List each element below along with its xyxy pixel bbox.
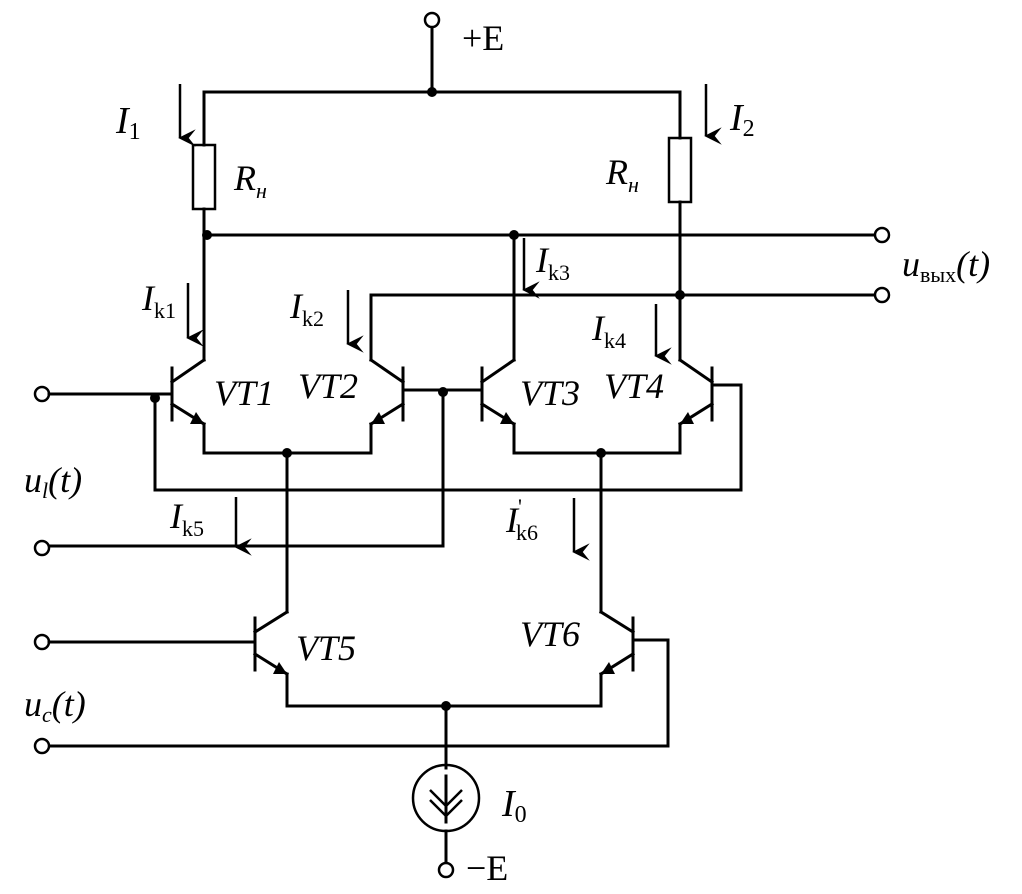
label-vt4: VT4 — [604, 366, 664, 406]
input-uc-wiring — [33, 633, 670, 755]
input-terminal-uc-1[interactable] — [33, 633, 51, 651]
label-rn-left: Rн — [233, 158, 267, 203]
transistor-vt3 — [479, 357, 517, 455]
transistor-vt5 — [252, 609, 290, 708]
label-u-c: uc(t) — [24, 684, 86, 727]
label-rn-right: Rн — [605, 152, 639, 197]
labels: +E −E I1 I2 Rн Rн Ik1 Ik2 Ik3 Ik4 Ik5 I'… — [24, 18, 990, 888]
label-vt5: VT5 — [296, 628, 356, 668]
emitter-tails-upper — [202, 448, 682, 614]
label-u-l: ul(t) — [24, 460, 82, 503]
label-i2: I2 — [729, 97, 755, 142]
label-supply-positive: +E — [462, 18, 504, 58]
current-source — [285, 701, 603, 879]
label-ik1: Ik1 — [141, 278, 176, 323]
transistor-vt6 — [598, 609, 636, 708]
transistor-vt4 — [677, 357, 715, 455]
label-i0: I0 — [501, 783, 527, 828]
label-vt6: VT6 — [520, 614, 580, 654]
label-u-out: uвых(t) — [902, 244, 990, 287]
collector-wiring — [202, 226, 891, 362]
supply-positive — [202, 11, 682, 97]
output-terminal-1[interactable] — [873, 226, 891, 244]
transistor-vt1 — [169, 357, 207, 455]
input-terminal-uc-2[interactable] — [33, 737, 51, 755]
label-ik3: Ik3 — [535, 240, 570, 285]
label-vt2: VT2 — [298, 366, 358, 406]
supply-positive-terminal — [423, 11, 441, 29]
label-vt3: VT3 — [520, 373, 580, 413]
current-arrows — [178, 84, 722, 561]
input-terminal-ul-2[interactable] — [33, 539, 51, 557]
label-vt1: VT1 — [214, 373, 274, 413]
label-ik4: Ik4 — [591, 308, 626, 353]
input-ul-wiring — [33, 383, 743, 492]
load-resistor-right — [667, 90, 693, 362]
load-resistor-left — [191, 90, 217, 362]
transistor-vt2 — [368, 357, 406, 455]
output-terminal-2[interactable] — [873, 286, 891, 304]
supply-negative-terminal — [437, 861, 455, 879]
label-i1: I1 — [115, 100, 141, 145]
label-supply-negative: −E — [466, 848, 508, 888]
label-ik6: I'k6 — [505, 494, 538, 545]
input-terminal-ul[interactable] — [33, 385, 51, 403]
label-ik5: Ik5 — [169, 496, 204, 541]
label-ik2: Ik2 — [289, 286, 324, 331]
